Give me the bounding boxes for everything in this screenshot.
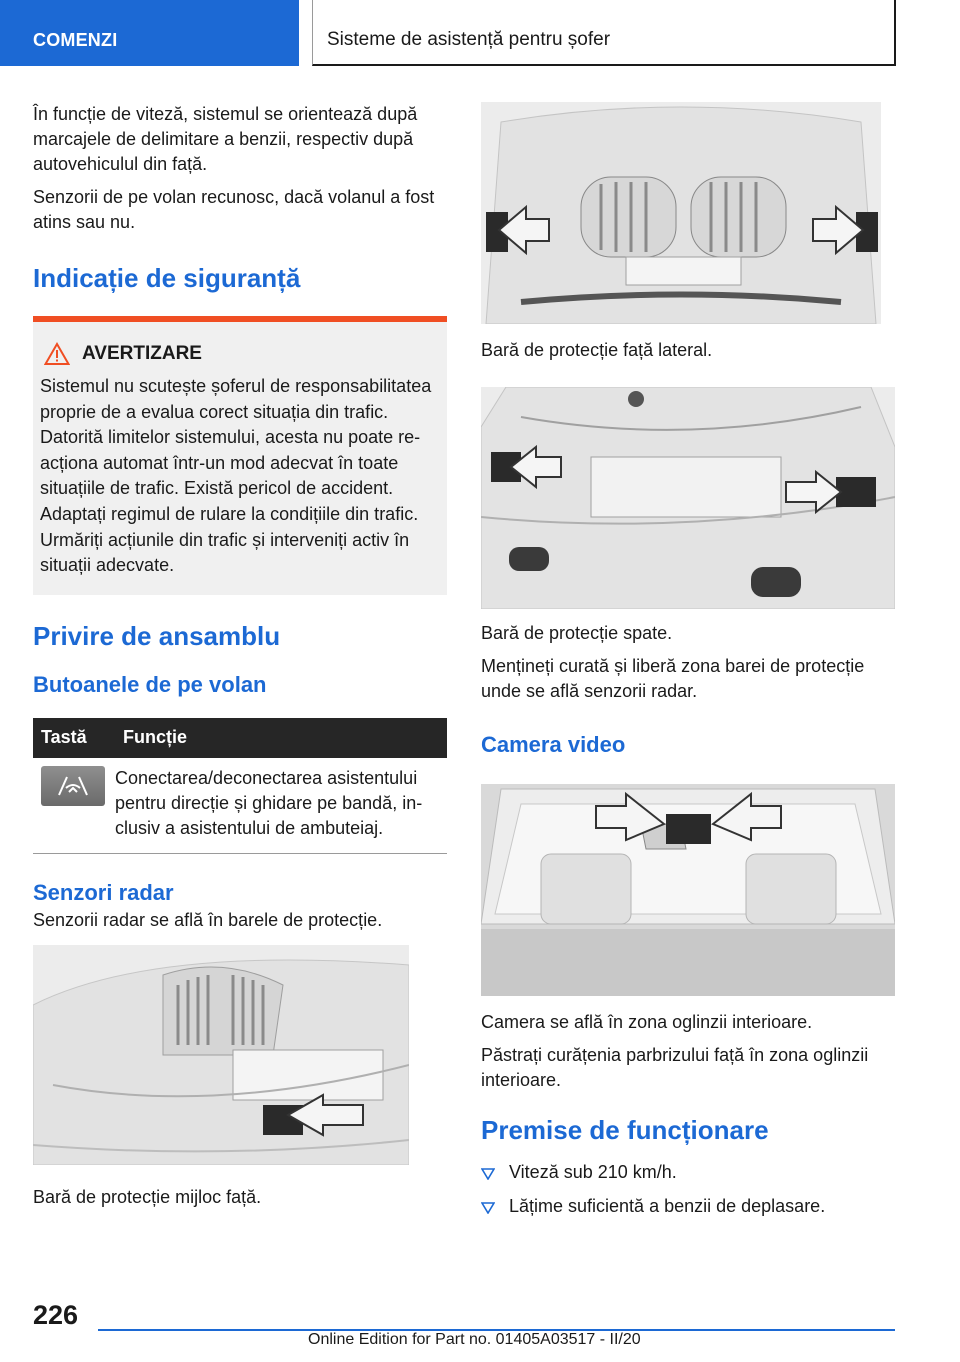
front-bumper-side-image	[481, 102, 881, 324]
chapter-title: Sisteme de asistență pentru șofer	[327, 29, 611, 50]
warning-triangle-icon	[44, 342, 70, 365]
bullet-triangle-icon	[481, 1168, 495, 1180]
intro-paragraph-2: Senzorii de pe volan recunosc, dacă vola…	[33, 187, 435, 232]
safety-heading: Indicație de siguranță	[33, 263, 301, 293]
prerequisites-heading: Premise de funcționare	[481, 1115, 769, 1145]
list-item: Viteză sub 210 km/h.	[481, 1160, 895, 1185]
warning-title-row: AVERTIZARE	[40, 342, 441, 366]
camera-caption: Camera se află în zona oglinzii interioa…	[481, 1012, 813, 1032]
radar-heading: Senzori radar	[33, 879, 174, 905]
section-title: COMENZI	[33, 30, 118, 50]
bullet-triangle-icon	[481, 1202, 495, 1214]
buttons-subheading: Butoanele de pe volan	[33, 671, 267, 697]
list-item: Lățime suficientă a benzii de deplasare.	[481, 1194, 895, 1219]
prerequisites-list: Viteză sub 210 km/h. Lățime suficientă a…	[481, 1160, 895, 1219]
list-item-text: Viteză sub 210 km/h.	[509, 1162, 677, 1182]
footer-edition: Online Edition for Part no. 01405A03517 …	[308, 1331, 641, 1348]
caption-rear: Bară de protecție spate.	[481, 623, 673, 643]
table-header-function: Funcție	[115, 717, 447, 758]
front-bumper-center-image	[33, 944, 409, 1165]
page-number: 226	[33, 1300, 79, 1330]
warning-title: AVERTIZARE	[82, 343, 202, 364]
buttons-table: Tastă Funcție Conectarea/deconecta	[33, 717, 447, 854]
radar-text: Senzorii radar se află în barele de prot…	[33, 909, 383, 930]
section-tab: COMENZI	[0, 0, 299, 66]
table-cell-function: Conectarea/deconectarea asistentului pen…	[115, 757, 447, 854]
warning-box: AVERTIZARE Sistemul nu scutește șoferul …	[33, 316, 447, 595]
left-column: În funcție de viteză, sistemul se orient…	[33, 102, 447, 1210]
camera-note: Păstrați curățenia parbrizului față în z…	[481, 1045, 869, 1090]
table-header-key: Tastă	[33, 717, 115, 758]
chapter-header: Sisteme de asistență pentru șofer	[312, 0, 896, 66]
table-row: Conectarea/deconectarea asistentului pen…	[33, 757, 447, 854]
caption-front-center: Bară de protecție mijloc față.	[33, 1186, 262, 1207]
camera-heading: Camera video	[481, 732, 626, 757]
footer-divider	[98, 1329, 895, 1331]
right-column: Bară de protecție față lateral. Bară de …	[481, 102, 895, 1228]
intro-paragraph-1: În funcție de viteză, sistemul se orient…	[33, 104, 418, 174]
warning-text: Sistemul nu scutește șoferul de responsa…	[40, 376, 432, 576]
overview-heading: Privire de ansamblu	[33, 620, 281, 651]
camera-image	[481, 784, 895, 996]
caption-front-side: Bară de protecție față lateral.	[481, 340, 713, 360]
list-item-text: Lățime suficientă a benzii de deplasare.	[509, 1196, 826, 1216]
radar-note: Mențineți curată și liberă zona barei de…	[481, 656, 865, 701]
lane-assist-button-icon	[41, 765, 105, 806]
rear-bumper-image	[481, 387, 895, 609]
